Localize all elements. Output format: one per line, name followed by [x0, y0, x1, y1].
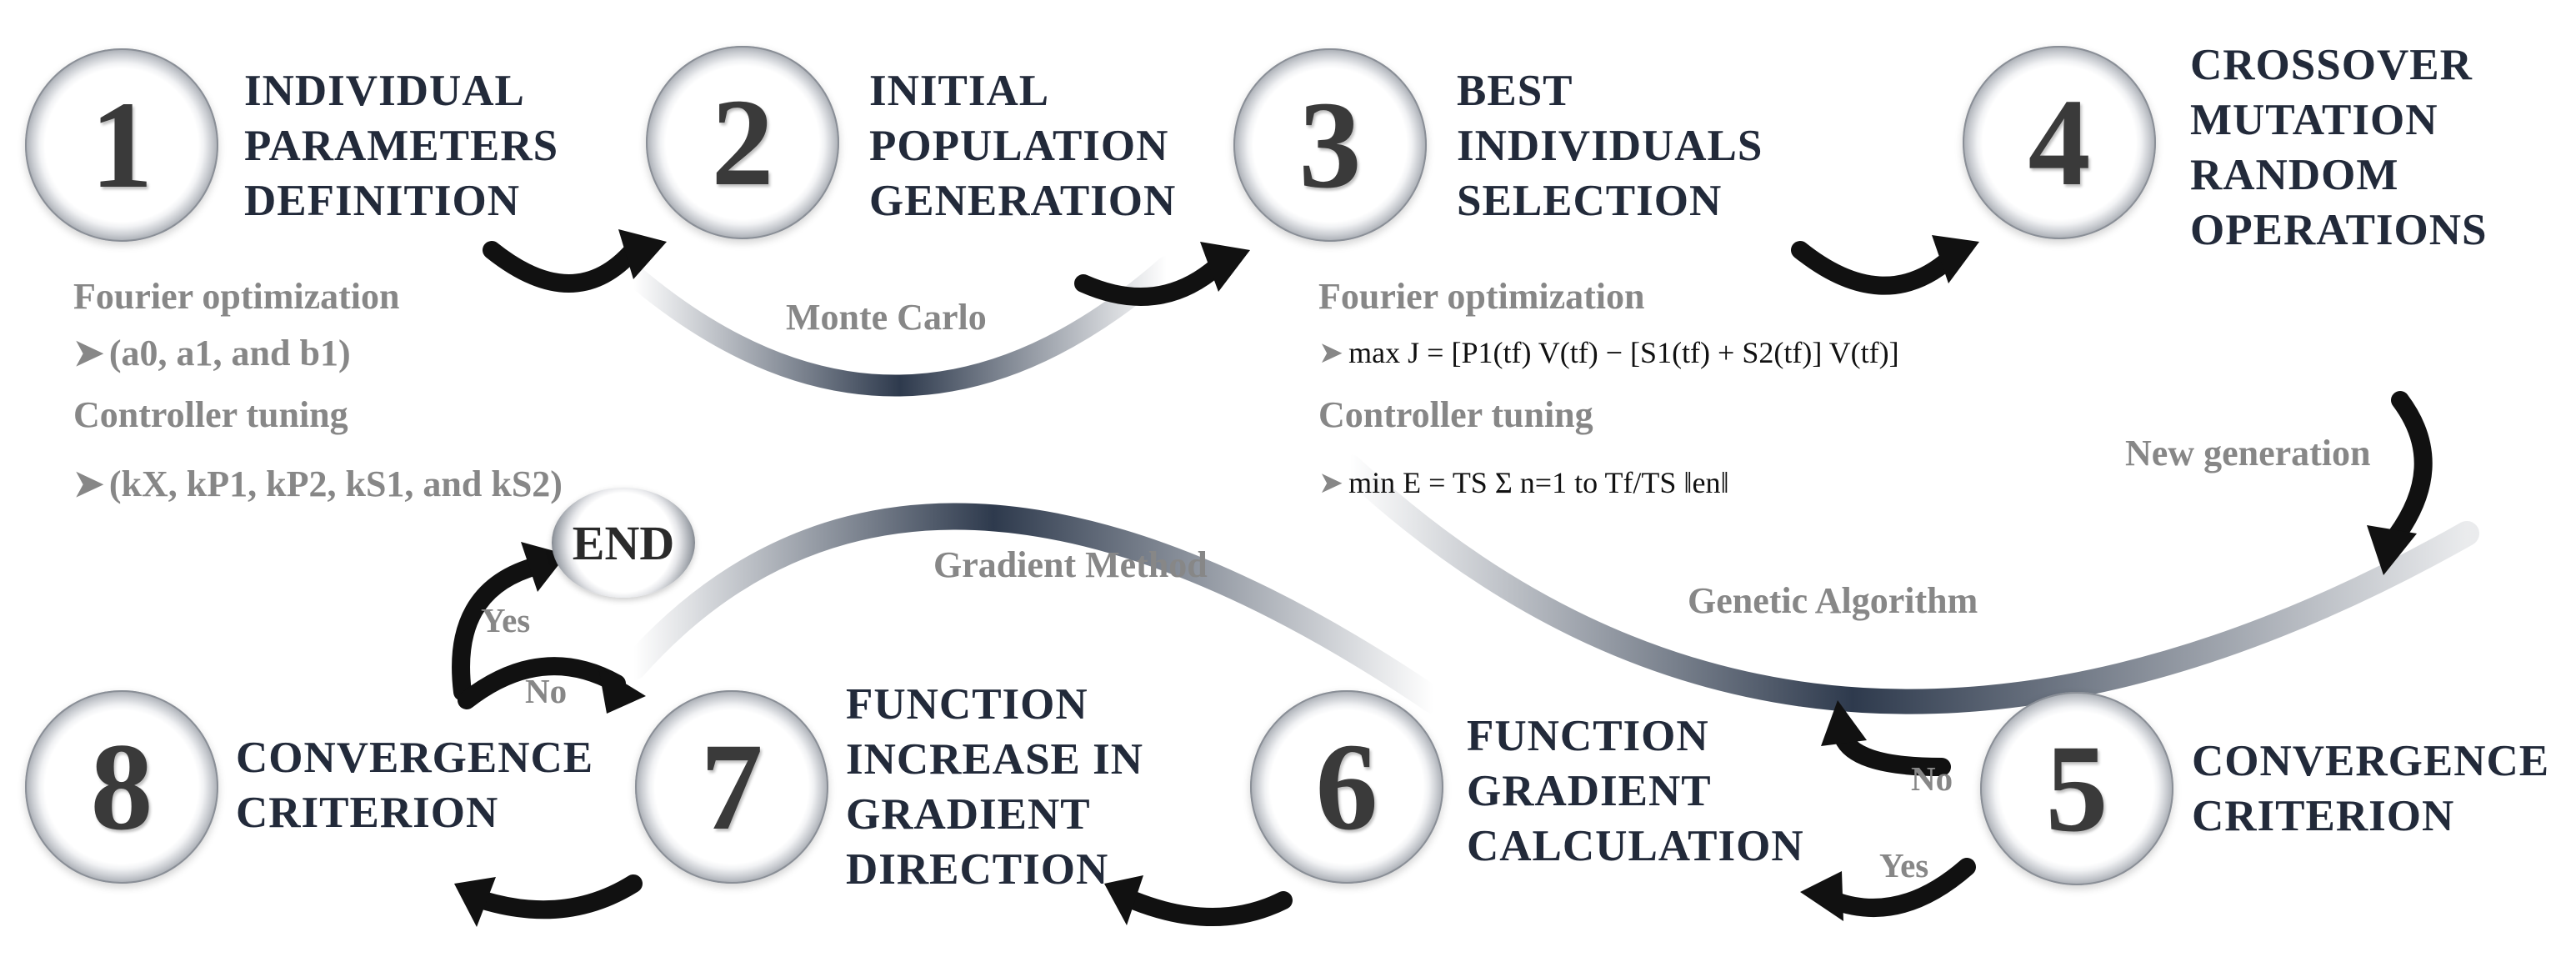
step-1-title: INDIVIDUAL PARAMETERS DEFINITION	[244, 67, 559, 225]
arrow-5-yes	[1824, 858, 1976, 917]
flow-arrows	[452, 241, 2433, 926]
fourier-equation-text: max J = [P1(tf) V(tf) − [S1(tf) + S2(tf)…	[1348, 336, 1899, 369]
step-8-title: CONVERGENCE CRITERION	[236, 734, 594, 837]
yes-label-left: Yes	[481, 601, 531, 639]
arrow-7-to-8	[474, 874, 643, 919]
arrow-head-2-to-3	[1200, 242, 1250, 292]
no-label-left: No	[525, 672, 568, 710]
step-7-number: 7	[700, 718, 763, 856]
bullet-arrow-icon: ➤	[73, 463, 104, 504]
arrow-3-to-4	[1791, 241, 1959, 295]
gradient-method-label: Gradient Method	[933, 544, 1208, 585]
right-controller-equation: ➤min E = TS Σ n=1 to Tf/TS ‖en‖	[1318, 465, 1729, 500]
step-2-number: 2	[711, 73, 774, 212]
step-6-circle: 6	[1250, 690, 1443, 884]
left-controller-heading: Controller tuning	[73, 394, 348, 435]
arrow-head-1-to-2	[618, 229, 667, 279]
bullet-arrow-icon: ➤	[1318, 466, 1344, 499]
arrow-head-8-no	[598, 667, 646, 714]
arrow-6-to-7	[1124, 891, 1293, 926]
step-8-circle: 8	[25, 690, 218, 884]
arrow-4-down	[2383, 391, 2433, 551]
right-fourier-equation: ➤max J = [P1(tf) V(tf) − [S1(tf) + S2(tf…	[1318, 335, 1899, 370]
arrow-head-3-to-4	[1932, 235, 1979, 283]
genetic-algorithm-label: Genetic Algorithm	[1688, 580, 1978, 621]
step-3-title: BEST INDIVIDUALS SELECTION	[1457, 67, 1763, 225]
arrow-1-to-2	[483, 241, 643, 293]
bullet-arrow-icon: ➤	[1318, 336, 1344, 369]
left-controller-params: ➤(kX, kP1, kP2, kS1, and kS2)	[73, 463, 563, 505]
end-label: END	[572, 515, 675, 570]
step-6-title: FUNCTION GRADIENT CALCULATION	[1467, 712, 1804, 870]
step-4-number: 4	[2028, 73, 2091, 212]
arrow-head-4-down	[2367, 525, 2417, 575]
step-7-title: FUNCTION INCREASE IN GRADIENT DIRECTION	[846, 680, 1144, 894]
arrow-2-to-3	[1074, 258, 1226, 306]
end-circle: END	[552, 488, 695, 598]
step-4-title: CROSSOVER MUTATION RANDOM OPERATIONS	[2190, 41, 2488, 254]
bullet-arrow-icon: ➤	[73, 333, 104, 373]
genetic-algorithm-arc	[1338, 454, 2479, 714]
arrow-heads	[454, 229, 2417, 927]
new-generation-label: New generation	[2125, 433, 2371, 473]
monte-carlo-arc	[623, 256, 1178, 397]
step-2-title: INITIAL POPULATION GENERATION	[869, 67, 1177, 225]
step-1-number: 1	[90, 76, 153, 214]
arrow-head-5-no	[1821, 700, 1867, 746]
controller-equation-text: min E = TS Σ n=1 to Tf/TS ‖en‖	[1348, 466, 1729, 499]
step-5-circle: 5	[1980, 692, 2173, 885]
step-3-circle: 3	[1233, 48, 1427, 242]
arrow-head-5-yes	[1800, 871, 1843, 921]
step-2-circle: 2	[646, 46, 839, 239]
step-3-number: 3	[1298, 76, 1362, 214]
step-5-title: CONVERGENCE CRITERION	[2192, 737, 2550, 840]
gradient-method-arc	[620, 503, 1447, 714]
fourier-params-text: (a0, a1, and b1)	[108, 333, 351, 373]
yes-label-right: Yes	[1879, 846, 1929, 884]
no-label-right: No	[1911, 759, 1953, 798]
monte-carlo-label: Monte Carlo	[786, 297, 987, 338]
step-1-circle: 1	[25, 48, 218, 242]
step-5-number: 5	[2045, 719, 2108, 858]
arrow-8-no	[458, 657, 626, 709]
step-8-number: 8	[90, 718, 153, 856]
arrow-head-6-to-7	[1104, 875, 1143, 925]
step-7-circle: 7	[635, 690, 828, 884]
left-fourier-params: ➤(a0, a1, and b1)	[73, 332, 351, 374]
arrow-head-7-to-8	[454, 877, 496, 927]
step-6-number: 6	[1315, 718, 1378, 856]
left-fourier-heading: Fourier optimization	[73, 276, 400, 317]
right-fourier-heading: Fourier optimization	[1318, 276, 1645, 317]
right-controller-heading: Controller tuning	[1318, 394, 1593, 435]
arrow-8-yes	[452, 558, 543, 701]
step-4-circle: 4	[1963, 46, 2156, 239]
controller-params-text: (kX, kP1, kP2, kS1, and kS2)	[108, 463, 563, 504]
